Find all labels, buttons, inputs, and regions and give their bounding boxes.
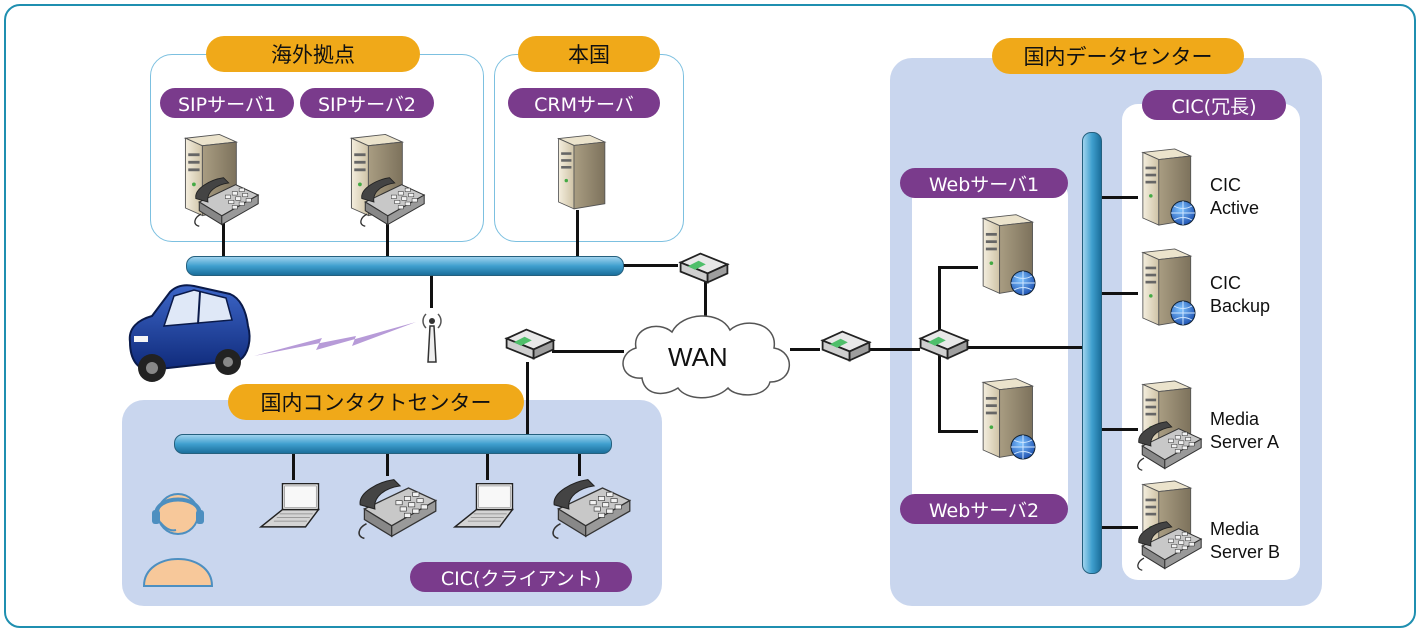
crm-server-label: CRMサーバ xyxy=(508,88,660,118)
phone-icon xyxy=(1134,520,1206,572)
media-server-a-label: Media Server A xyxy=(1210,408,1279,454)
link-cic-active xyxy=(1100,196,1138,199)
diagram-frame xyxy=(4,4,1416,628)
link-web2 xyxy=(938,430,978,433)
operator-icon xyxy=(142,493,214,587)
globe-icon xyxy=(1170,300,1196,326)
laptop-icon xyxy=(258,478,330,534)
router-left-icon xyxy=(502,326,558,362)
crm-server-icon xyxy=(550,132,610,212)
antenna-icon xyxy=(422,313,442,363)
link-crm-bus xyxy=(576,210,579,256)
phone-icon xyxy=(1134,420,1206,472)
phone-icon xyxy=(192,176,262,228)
cic-active-line2: Active xyxy=(1210,198,1260,218)
link-phone1 xyxy=(386,452,389,476)
media-server-b-label: Media Server B xyxy=(1210,518,1280,564)
globe-icon xyxy=(1170,200,1196,226)
link-router-left-wan xyxy=(552,350,624,353)
cic-client-label: CIC(クライアント) xyxy=(410,562,632,592)
overseas-label: 海外拠点 xyxy=(206,36,420,72)
globe-icon xyxy=(1010,434,1036,460)
link-sip1-bus xyxy=(222,218,225,256)
domestic-dc-label: 国内データセンター xyxy=(992,38,1244,74)
sip-server-2-label: SIPサーバ2 xyxy=(300,88,434,118)
link-router-top-wan xyxy=(704,280,707,320)
wan-label: WAN xyxy=(668,342,728,372)
datacenter-bus xyxy=(1082,132,1102,574)
home-label: 本国 xyxy=(518,36,660,72)
media-server-a-line2: Server A xyxy=(1210,432,1280,452)
phone-icon xyxy=(358,176,428,228)
link-media-a xyxy=(1100,428,1138,431)
cic-backup-line1: CIC xyxy=(1210,273,1241,293)
link-web-router-bus xyxy=(968,346,1084,349)
car-icon xyxy=(128,284,251,382)
media-server-a-line1: Media xyxy=(1210,409,1260,429)
link-phone2 xyxy=(578,452,581,476)
link-laptop1 xyxy=(292,452,295,480)
overseas-network-bus xyxy=(186,256,624,276)
media-server-b-line2: Server B xyxy=(1210,542,1281,562)
link-media-b xyxy=(1100,526,1138,529)
link-bus-router-top xyxy=(622,264,678,267)
contact-center-bus xyxy=(174,434,612,454)
link-router-left-bus xyxy=(526,362,529,436)
web-server-2-label: Webサーバ2 xyxy=(900,494,1068,524)
phone-icon xyxy=(550,476,634,542)
wireless-signal-icon xyxy=(254,322,416,356)
router-right-icon xyxy=(818,328,874,364)
sip-server-1-label: SIPサーバ1 xyxy=(160,88,294,118)
cloud-icon xyxy=(622,315,791,399)
cic-backup-line2: Backup xyxy=(1210,296,1271,316)
laptop-icon xyxy=(452,478,524,534)
cic-active-label: CIC Active xyxy=(1210,174,1259,220)
link-sip2-bus xyxy=(386,218,389,256)
router-web-icon xyxy=(916,326,972,362)
cic-backup-label: CIC Backup xyxy=(1210,272,1270,318)
globe-icon xyxy=(1010,270,1036,296)
link-web1 xyxy=(938,266,978,269)
domestic-cc-label: 国内コンタクトセンター xyxy=(228,384,524,420)
link-laptop2 xyxy=(486,452,489,480)
link-cic-backup xyxy=(1100,292,1138,295)
cic-redundant-label: CIC(冗長) xyxy=(1142,90,1286,120)
link-wan-router-right xyxy=(790,348,820,351)
router-top-icon xyxy=(676,250,732,286)
cic-active-line1: CIC xyxy=(1210,175,1241,195)
link-antenna-bus xyxy=(430,272,433,308)
web-server-1-label: Webサーバ1 xyxy=(900,168,1068,198)
media-server-b-line1: Media xyxy=(1210,519,1260,539)
link-router-right-web xyxy=(868,348,920,351)
phone-icon xyxy=(356,476,440,542)
